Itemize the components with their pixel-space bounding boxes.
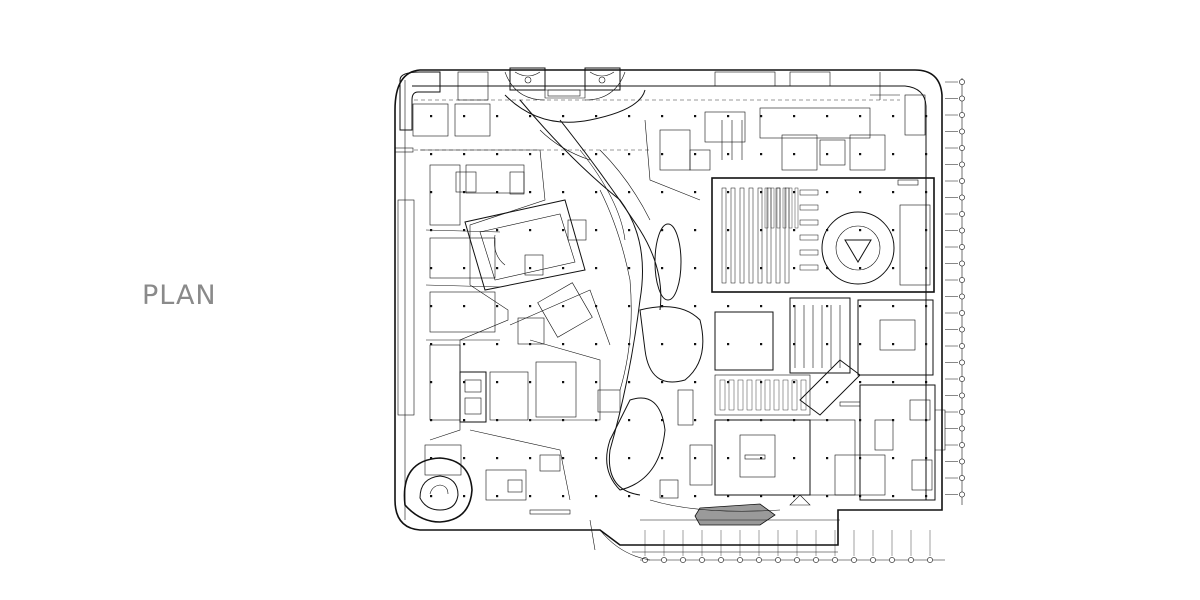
road-south (589, 519, 838, 561)
helix-ramp-southwest (403, 457, 473, 523)
grid-axis-bottom (640, 530, 945, 563)
grid-axis-right (945, 78, 965, 505)
building-outline (394, 69, 943, 546)
parking-lanes (420, 149, 611, 501)
east-wing (834, 299, 946, 501)
supermarket-anchor (711, 177, 935, 293)
atrium-walkways (504, 89, 704, 496)
sales-hall-east (714, 297, 861, 416)
entrance-pavilion-north (504, 67, 626, 101)
structural-columns (430, 115, 928, 498)
core-blocks-west (455, 171, 621, 493)
parking-zone-west (397, 164, 593, 501)
page-title: PLAN (142, 280, 217, 311)
south-center-blocks (659, 389, 856, 499)
ramp-block-center (464, 199, 587, 291)
entrance-canopy-south (640, 494, 840, 526)
parking-zone-north (399, 71, 491, 137)
service-strip-north (659, 71, 926, 171)
room-tags (394, 89, 919, 515)
